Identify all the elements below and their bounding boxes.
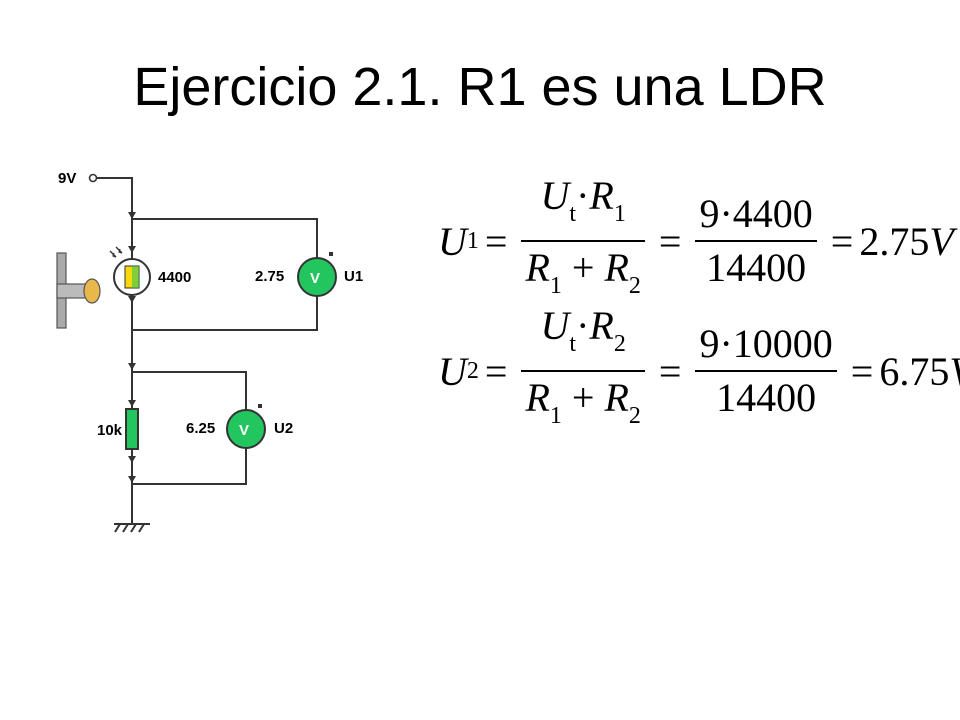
eq1-den-b-sub: 2: [628, 273, 641, 299]
eq1-den-plus: +: [571, 245, 595, 290]
eq1-num-a: U: [540, 173, 570, 218]
eq1-num-b: R: [589, 173, 614, 218]
lamp-icon: [56, 252, 101, 329]
resistor-r2: [125, 408, 139, 450]
eq2-den-b: R: [604, 375, 629, 420]
eq2-result-unit: V: [949, 348, 960, 395]
eq2-fraction-symbolic: Ut·R2 R1 + R2: [521, 303, 645, 438]
voltmeter-u1-reading: 2.75: [255, 268, 284, 285]
eq2-fraction-bar: [521, 370, 645, 372]
eq1-fraction-numeric: 9·4400 14400: [695, 191, 817, 290]
eq1-den-b: R: [604, 245, 629, 290]
eq2-num2: 9·10000: [699, 321, 833, 366]
eq2-den-b-sub: 2: [628, 403, 641, 429]
source-label: 9V: [58, 170, 76, 187]
eq1-num2: 9·4400: [699, 191, 813, 236]
eq2-den-a-sub: 1: [549, 403, 562, 429]
eq2-equals-3: =: [850, 348, 874, 394]
source-terminal: [88, 173, 98, 183]
eq1-equals-1: =: [484, 218, 508, 264]
eq1-fraction-symbolic: Ut·R1 R1 + R2: [521, 173, 645, 308]
eq2-den-plus: +: [571, 375, 595, 420]
eq2-num-a-sub: t: [569, 331, 577, 357]
eq2-equals-2: =: [658, 348, 682, 394]
voltmeter-u2-reading: 6.25: [186, 420, 215, 437]
eq2-num-b: R: [589, 303, 614, 348]
eq2-lhs-var: U: [438, 348, 467, 394]
voltmeter-u2-label: U2: [274, 420, 293, 437]
resistor-r2-value: 10k: [97, 422, 123, 439]
ldr-value: 4400: [158, 269, 191, 286]
voltmeter-u1: [297, 257, 337, 297]
slide-title: Ejercicio 2.1. R1 es una LDR: [133, 57, 827, 117]
eq1-fraction-bar-2: [695, 240, 817, 242]
eq1-fraction-bar: [521, 240, 645, 242]
eq2-fraction-numeric: 9·10000 14400: [695, 321, 837, 420]
eq1-equals-2: =: [658, 218, 682, 264]
eq1-equals-3: =: [830, 218, 854, 264]
eq2-num-a: U: [540, 303, 570, 348]
eq2-fraction-bar-2: [695, 370, 837, 372]
eq2-num-dot: ·: [576, 303, 590, 348]
circuit-diagram: 9V 4400 V 2.75 U1 10k V 6.25 U2: [56, 170, 363, 533]
eq1-result-unit: V: [929, 218, 954, 264]
voltmeter-u1-marker: [329, 252, 333, 256]
eq1-num-dot: ·: [576, 173, 590, 218]
eq1-lhs-sub: 1: [466, 227, 479, 254]
voltmeter-u1-label: U1: [344, 268, 363, 285]
eq1-den2: 14400: [706, 245, 807, 290]
ground-symbol: [114, 523, 150, 533]
wire-arrows: [128, 212, 136, 483]
eq1-lhs-var: U: [438, 218, 467, 264]
eq2-lhs-sub: 2: [466, 357, 479, 384]
voltmeter-u2: [226, 409, 266, 449]
eq1-num-b-sub: 1: [613, 201, 626, 227]
eq2-den-a: R: [525, 375, 550, 420]
eq2-den2: 14400: [716, 375, 817, 420]
eq1-den-a-sub: 1: [549, 273, 562, 299]
voltmeter-u2-symbol: V: [239, 422, 249, 439]
ldr-sensor: [109, 246, 151, 296]
voltmeter-u1-symbol: V: [310, 270, 320, 287]
eq1-result: 2.75: [859, 218, 930, 264]
eq1-num-a-sub: t: [569, 201, 577, 227]
eq2-equals-1: =: [484, 348, 508, 394]
voltmeter-u2-marker: [258, 404, 262, 408]
eq1-den-a: R: [525, 245, 550, 290]
eq2-result: 6.75: [879, 348, 950, 394]
eq2-num-b-sub: 2: [613, 331, 626, 357]
